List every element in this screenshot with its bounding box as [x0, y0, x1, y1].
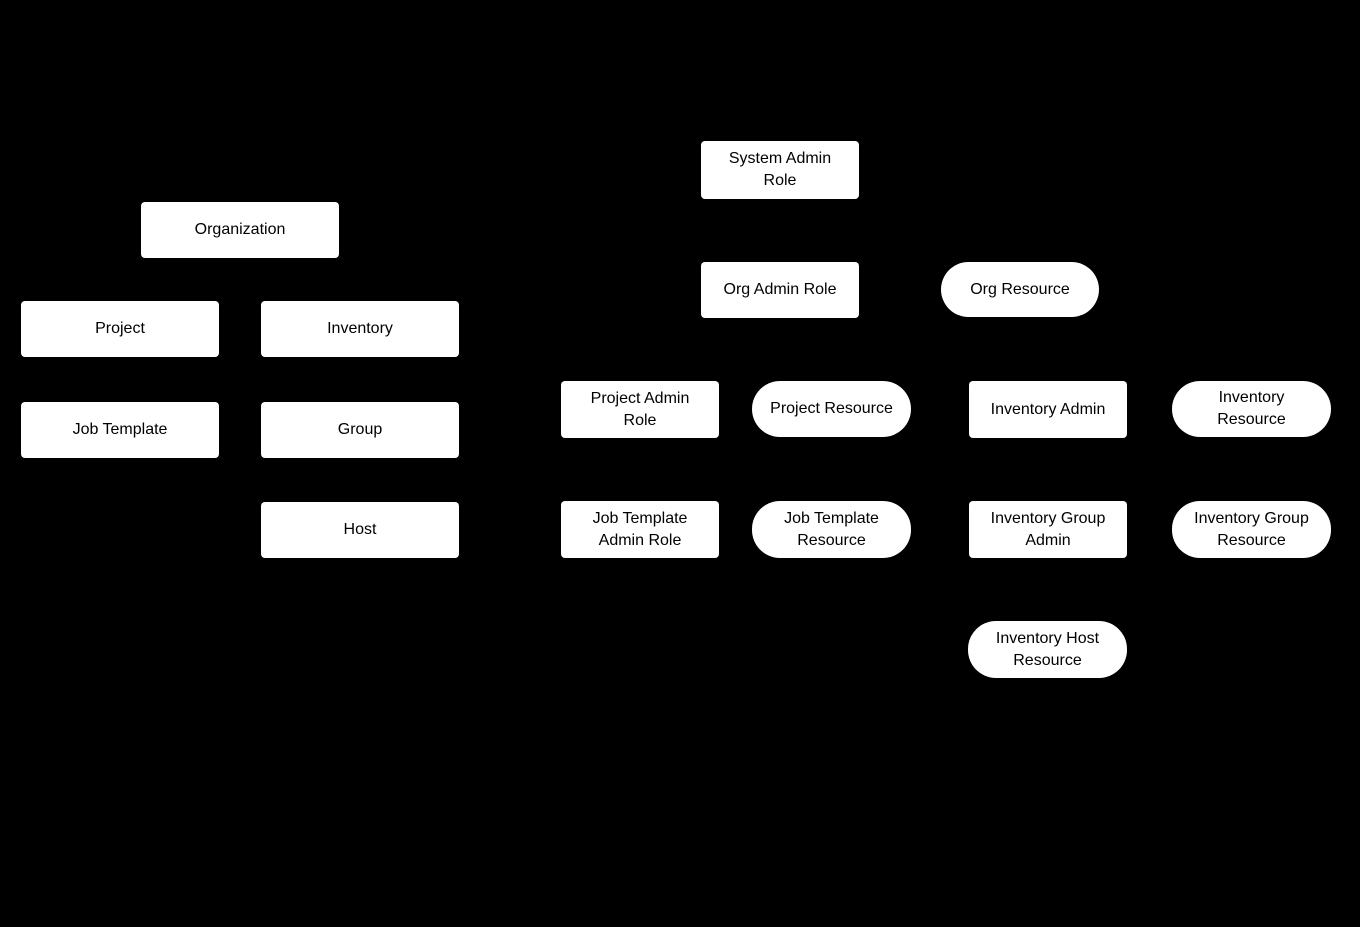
node-system-admin-role: System Admin Role	[701, 141, 859, 199]
node-job-template-resource: Job Template Resource	[752, 501, 911, 558]
node-project: Project	[21, 301, 219, 357]
node-inventory-group-resource-label: Inventory Group Resource	[1194, 509, 1309, 549]
node-job-template: Job Template	[21, 402, 219, 458]
node-inventory-label: Inventory	[327, 320, 393, 337]
node-inventory-admin: Inventory Admin	[969, 381, 1127, 438]
node-org-resource: Org Resource	[941, 262, 1099, 317]
node-project-resource-label: Project Resource	[770, 400, 893, 417]
node-org-admin-role-label: Org Admin Role	[723, 281, 837, 298]
node-inventory-resource-label: Inventory Resource	[1217, 389, 1286, 428]
node-job-template-resource-label: Job Template Resource	[784, 509, 879, 549]
node-organization: Organization	[141, 202, 339, 258]
node-organization-label: Organization	[194, 221, 286, 238]
node-inventory-group-admin-label: Inventory Group Admin	[990, 509, 1106, 549]
node-inventory-host-resource: Inventory Host Resource	[968, 621, 1127, 678]
node-inventory: Inventory	[261, 301, 459, 357]
node-job-template-label: Job Template	[72, 421, 168, 438]
node-inventory-group-admin: Inventory Group Admin	[969, 501, 1127, 558]
node-job-template-admin-role-label: Job Template Admin Role	[592, 509, 688, 549]
node-inventory-host-resource-label: Inventory Host Resource	[995, 629, 1100, 669]
node-inventory-group-resource: Inventory Group Resource	[1172, 501, 1331, 558]
node-org-resource-label: Org Resource	[970, 280, 1070, 298]
node-inventory-resource: Inventory Resource	[1172, 381, 1331, 437]
node-project-resource: Project Resource	[752, 381, 911, 437]
node-host-label: Host	[343, 521, 377, 538]
node-project-admin-role-label: Project Admin Role	[590, 389, 690, 429]
node-project-label: Project	[95, 320, 145, 337]
node-group-label: Group	[337, 421, 383, 438]
node-project-admin-role: Project Admin Role	[561, 381, 719, 438]
node-org-admin-role: Org Admin Role	[701, 262, 859, 318]
node-host: Host	[261, 502, 459, 558]
node-inventory-admin-label: Inventory Admin	[990, 400, 1106, 418]
node-group: Group	[261, 402, 459, 458]
node-system-admin-role-label: System Admin Role	[728, 150, 832, 189]
node-job-template-admin-role: Job Template Admin Role	[561, 501, 719, 558]
